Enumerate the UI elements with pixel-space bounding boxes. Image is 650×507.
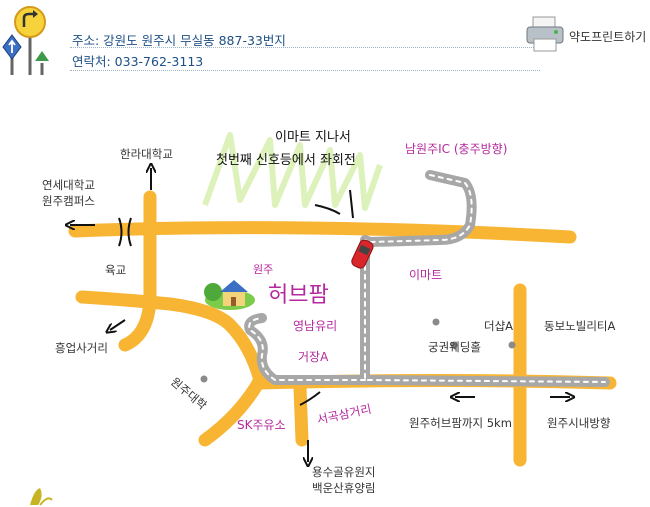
label-yonsei-line1: 연세대학교: [42, 178, 95, 192]
label-store-subtitle: 원주: [253, 263, 273, 276]
divider: [70, 47, 540, 48]
phone-text: 연락처: 033-762-3113: [72, 54, 204, 69]
label-note-line2: 첫번째 신호등에서 좌회전: [216, 153, 356, 168]
route-path: [244, 170, 610, 387]
logo-icon: [2, 6, 49, 75]
label-sk-gas: SK주유소: [237, 418, 286, 432]
road-left-diagonal: [75, 290, 267, 447]
road-upper-horizontal: [68, 221, 577, 244]
label-reservoir-line2: 백운산휴양림: [312, 481, 375, 495]
leaf-icon: [30, 488, 53, 506]
label-store-name: 허브팜: [268, 283, 329, 308]
directions-map: 한라대학교 연세대학교 원주캠퍼스 육교 흥업사거리 원주대학 이마트 지나서 …: [30, 130, 617, 506]
label-heungeop: 흥업사거리: [55, 341, 108, 355]
print-map-button[interactable]: 약도프린트하기: [525, 15, 647, 55]
map-labels: 한라대학교 연세대학교 원주캠퍼스 육교 흥업사거리 원주대학 이마트 지나서 …: [42, 130, 615, 495]
label-gunggwon-wedding: 궁권웨딩홀: [428, 340, 481, 354]
green-scribble: [202, 132, 383, 211]
label-geojang: 거장A: [298, 350, 329, 364]
direction-arrows: [70, 168, 570, 462]
house-icon: [204, 280, 255, 310]
label-note-line1: 이마트 지나서: [275, 130, 351, 145]
label-emart: 이마트: [409, 268, 442, 282]
label-deoksang: 더샵A: [484, 319, 513, 333]
landmark-dots: [200, 318, 516, 383]
label-seogok: 서곡삼거리: [316, 402, 373, 427]
label-reservoir-line1: 용수골유원지: [312, 465, 375, 479]
car-icon: [351, 239, 374, 269]
label-namwonju-ic: 남원주IC (충주방향): [405, 142, 507, 156]
label-to-wonju-city: 원주시내방향: [547, 416, 611, 430]
address-text: 주소: 강원도 원주시 무실동 887-33번지: [72, 33, 286, 48]
label-yukgyo: 육교: [105, 263, 126, 277]
label-yeongnam-glass: 영남유리: [293, 319, 337, 333]
road-to-reservoir: [293, 381, 309, 447]
print-label: 약도프린트하기: [569, 30, 647, 44]
arrow-left-heungeop: [110, 319, 126, 330]
label-yonsei-line2: 원주캠퍼스: [42, 194, 95, 208]
label-dongbo: 동보노빌리티A: [544, 319, 615, 333]
label-to-herbfarm: 원주허브팜까지 5km: [409, 416, 512, 430]
label-hallym: 한라대학교: [120, 147, 173, 161]
road-left-vertical: [118, 190, 157, 352]
divider: [70, 70, 540, 71]
header: 주소: 강원도 원주시 무실동 887-33번지 연락처: 033-762-31…: [0, 0, 650, 80]
printer-icon: [526, 16, 564, 52]
